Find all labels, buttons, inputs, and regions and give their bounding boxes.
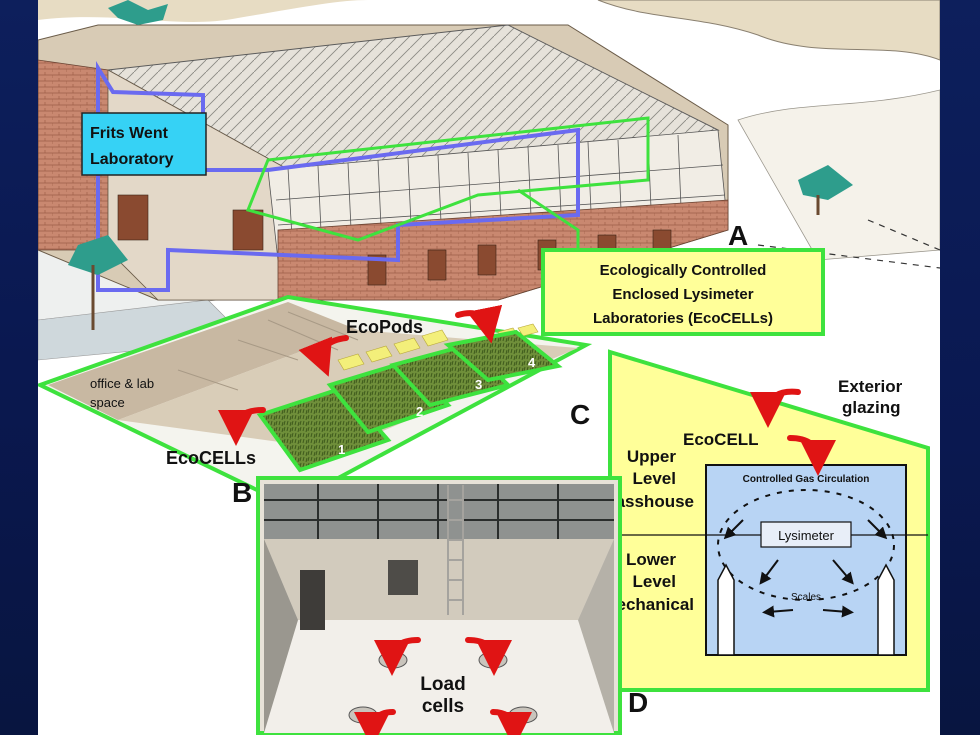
office-label-line2: space bbox=[90, 395, 125, 410]
cell-number-2: 2 bbox=[416, 404, 423, 419]
cell-number-3: 3 bbox=[475, 377, 482, 392]
diagram-svg: Frits Went Laboratory A Ecologically Con… bbox=[38, 0, 940, 735]
ecocell-interior-photo bbox=[256, 476, 622, 735]
ecocells-plan-label: EcoCELLs bbox=[166, 448, 256, 468]
lysimeter-label: Lysimeter bbox=[778, 528, 835, 543]
diagram-canvas: Frits Went Laboratory A Ecologically Con… bbox=[38, 0, 940, 735]
frits-went-building bbox=[38, 24, 729, 301]
lower-level-line3: Mechanical bbox=[602, 595, 694, 614]
scales-label: Scales bbox=[791, 592, 821, 603]
gas-circulation-ring bbox=[717, 489, 895, 601]
ecocell-section-label: EcoCELL bbox=[683, 430, 759, 449]
eco-label-line3: Laboratories (EcoCELLs) bbox=[593, 310, 773, 327]
label-letter-c: C bbox=[570, 399, 590, 430]
label-letter-a: A bbox=[728, 220, 748, 251]
frits-label-line2: Laboratory bbox=[90, 151, 174, 168]
slide-background-right bbox=[940, 0, 980, 735]
load-cells-line1: Load bbox=[420, 674, 465, 695]
frits-went-label: Frits Went Laboratory bbox=[81, 112, 207, 176]
slide-background-left bbox=[0, 0, 38, 735]
ecocells-full-name-label: Ecologically Controlled Enclosed Lysimet… bbox=[541, 248, 825, 336]
section-c-diagram: Lysimeter Controlled Gas Circulation Sca… bbox=[608, 349, 930, 692]
exterior-label-line1: Exterior bbox=[838, 377, 903, 396]
ecocells-leader-line bbox=[517, 188, 580, 255]
cell-number-1: 1 bbox=[338, 442, 345, 457]
upper-level-line1: Upper bbox=[627, 447, 677, 466]
office-label-line1: office & lab bbox=[90, 376, 154, 391]
load-cells-line2: cells bbox=[422, 696, 464, 717]
label-letter-b: B bbox=[232, 477, 252, 508]
eco-label-line1: Ecologically Controlled bbox=[600, 262, 767, 279]
controlled-gas-label: Controlled Gas Circulation bbox=[743, 474, 870, 485]
cell-number-4: 4 bbox=[528, 355, 536, 370]
label-letter-d: D bbox=[628, 687, 648, 718]
lower-level-line2: Level bbox=[633, 572, 676, 591]
photo-arrows bbox=[354, 637, 532, 735]
exterior-label-line2: glazing bbox=[842, 398, 901, 417]
tree-right bbox=[798, 165, 853, 215]
eco-label-line2: Enclosed Lysimeter bbox=[612, 286, 753, 303]
frits-went-outline bbox=[96, 61, 580, 292]
ecopods-label: EcoPods bbox=[346, 317, 423, 337]
ecocells-building-outline bbox=[245, 116, 650, 242]
section-c-arrows bbox=[750, 388, 836, 476]
lower-level-line1: Lower bbox=[626, 550, 676, 569]
upper-level-line2: Level bbox=[633, 469, 676, 488]
frits-label-line1: Frits Went bbox=[90, 125, 169, 142]
plan-arrows bbox=[218, 304, 503, 446]
tree-top bbox=[108, 0, 168, 25]
tree-left bbox=[68, 235, 128, 330]
